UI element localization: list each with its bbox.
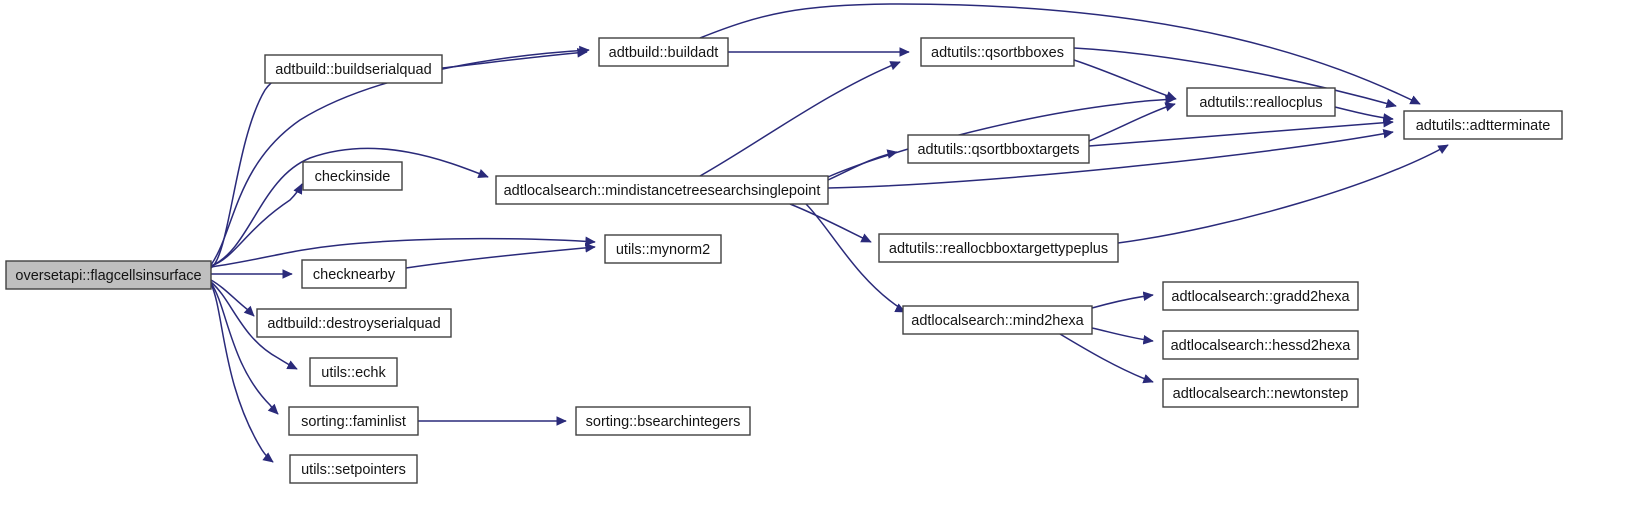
edge-mindistance-to-adtterminate xyxy=(827,129,1394,189)
edge-root-to-destroyserial xyxy=(210,279,255,317)
node-newtonstep[interactable]: adtlocalsearch::newtonstep xyxy=(1162,378,1359,408)
node-mindistance[interactable]: adtlocalsearch::mindistancetreesearchsin… xyxy=(495,175,829,205)
node-box-hessd2hexa[interactable] xyxy=(1162,330,1359,360)
edge-mindistance-to-reallocbbox xyxy=(789,203,872,243)
edge-buildadt-to-adtterminate xyxy=(699,3,1421,105)
edge-root-to-mynorm2 xyxy=(210,236,596,268)
edge-reallocbbox-to-adtterminate xyxy=(1117,144,1449,244)
edge-reallocplus-to-adtterminate xyxy=(1334,106,1394,123)
node-box-checknearby[interactable] xyxy=(301,259,407,289)
node-box-reallocplus[interactable] xyxy=(1186,87,1336,117)
node-box-destroyserial[interactable] xyxy=(256,308,452,338)
edge-root-to-faminlist xyxy=(210,282,279,415)
node-box-qsortbboxes[interactable] xyxy=(920,37,1075,67)
edge-root-to-echk xyxy=(210,281,298,370)
edge-mindistance-to-reallocplus xyxy=(827,94,1176,178)
node-box-buildadt[interactable] xyxy=(598,37,729,67)
node-reallocbbox[interactable]: adtutils::reallocbboxtargettypeplus xyxy=(878,233,1119,263)
node-hessd2hexa[interactable]: adtlocalsearch::hessd2hexa xyxy=(1162,330,1359,360)
node-box-mindistance[interactable] xyxy=(495,175,829,205)
node-box-mind2hexa[interactable] xyxy=(902,305,1093,335)
node-box-checkinside[interactable] xyxy=(302,161,403,191)
node-gradd2hexa[interactable]: adtlocalsearch::gradd2hexa xyxy=(1162,281,1359,311)
node-box-reallocbbox[interactable] xyxy=(878,233,1119,263)
node-qsortbboxtargets[interactable]: adtutils::qsortbboxtargets xyxy=(907,134,1090,164)
edge-qsortbboxtargets-to-adtterminate xyxy=(1088,117,1394,147)
edge-root-to-buildadt xyxy=(210,45,590,266)
edge-qsortbboxes-to-adtterminate xyxy=(1073,47,1397,109)
node-setpointers[interactable]: utils::setpointers xyxy=(289,454,418,484)
nodes-layer: oversetapi::flagcellsinsurfaceadtbuild::… xyxy=(5,37,1563,484)
node-root[interactable]: oversetapi::flagcellsinsurface xyxy=(5,260,212,290)
node-box-setpointers[interactable] xyxy=(289,454,418,484)
node-box-faminlist[interactable] xyxy=(288,406,419,436)
edge-mind2hexa-to-gradd2hexa xyxy=(1091,291,1154,309)
node-reallocplus[interactable]: adtutils::reallocplus xyxy=(1186,87,1336,117)
edge-checknearby-to-mynorm2 xyxy=(405,243,596,269)
edge-qsortbboxtargets-to-reallocplus xyxy=(1088,102,1176,142)
node-box-qsortbboxtargets[interactable] xyxy=(907,134,1090,164)
node-box-adtterminate[interactable] xyxy=(1403,110,1563,140)
node-buildserialquad[interactable]: adtbuild::buildserialquad xyxy=(264,54,443,84)
node-destroyserial[interactable]: adtbuild::destroyserialquad xyxy=(256,308,452,338)
node-echk[interactable]: utils::echk xyxy=(309,357,398,387)
node-mind2hexa[interactable]: adtlocalsearch::mind2hexa xyxy=(902,305,1093,335)
edge-mind2hexa-to-hessd2hexa xyxy=(1091,327,1154,345)
node-box-echk[interactable] xyxy=(309,357,398,387)
edge-root-to-checkinside xyxy=(210,183,303,267)
node-box-newtonstep[interactable] xyxy=(1162,378,1359,408)
edge-qsortbboxes-to-reallocplus xyxy=(1073,59,1177,101)
node-box-bsearchintegers[interactable] xyxy=(575,406,751,436)
node-qsortbboxes[interactable]: adtutils::qsortbboxes xyxy=(920,37,1075,67)
edge-mindistance-to-qsortbboxes xyxy=(699,61,901,177)
node-checknearby[interactable]: checknearby xyxy=(301,259,407,289)
edge-root-to-mindistance xyxy=(210,147,489,267)
node-buildadt[interactable]: adtbuild::buildadt xyxy=(598,37,729,67)
edge-root-to-setpointers xyxy=(210,283,274,463)
node-mynorm2[interactable]: utils::mynorm2 xyxy=(604,234,722,264)
node-bsearchintegers[interactable]: sorting::bsearchintegers xyxy=(575,406,751,436)
node-adtterminate[interactable]: adtutils::adtterminate xyxy=(1403,110,1563,140)
node-box-gradd2hexa[interactable] xyxy=(1162,281,1359,311)
node-box-root[interactable] xyxy=(5,260,212,290)
node-box-mynorm2[interactable] xyxy=(604,234,722,264)
node-checkinside[interactable]: checkinside xyxy=(302,161,403,191)
node-box-buildserialquad[interactable] xyxy=(264,54,443,84)
edge-buildserialquad-to-buildadt xyxy=(441,48,588,69)
node-faminlist[interactable]: sorting::faminlist xyxy=(288,406,419,436)
edge-mind2hexa-to-newtonstep xyxy=(1059,333,1154,384)
